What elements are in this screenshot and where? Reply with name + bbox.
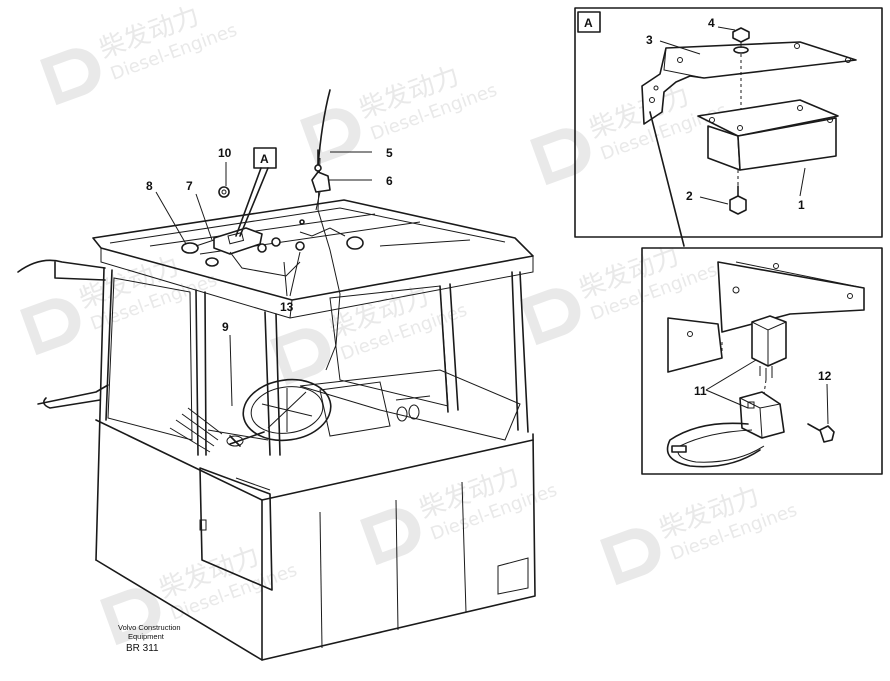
part-number-8: 8 (146, 179, 153, 193)
part-number-1: 1 (798, 198, 805, 212)
callout-label-a: A (260, 152, 269, 166)
part-number-13: 13 (280, 300, 294, 314)
part-number-3: 3 (646, 33, 653, 47)
detail-label-a: A (584, 16, 593, 30)
caption-company: Volvo Construction (118, 623, 181, 632)
detail-a-panel: A 4 3 2 1 (574, 7, 883, 238)
detail-connector-line (649, 111, 685, 247)
cab-drawing (17, 89, 536, 661)
callout-marker-a: A (235, 147, 277, 237)
watermark-logo: 柴发动力 Diesel-Engines (300, 61, 500, 166)
caption-block: Volvo Construction Equipment BR 311 (118, 623, 181, 654)
part-number-6: 6 (386, 174, 393, 188)
detail-relay-panel: 11 12 (641, 247, 883, 475)
part-number-7: 7 (186, 179, 193, 193)
watermark-logo: 柴发动力 Diesel-Engines (40, 1, 240, 106)
part-number-12: 12 (818, 369, 832, 383)
watermark-logo: 柴发动力 Diesel-Engines (530, 81, 730, 186)
main-view-labels: 5 6 10 7 8 9 13 (146, 146, 393, 407)
part-number-2: 2 (686, 189, 693, 203)
caption-code: BR 311 (126, 643, 159, 654)
part-number-9: 9 (222, 320, 229, 334)
watermark-logo: 柴发动力 Diesel-Engines (360, 461, 560, 566)
part-number-4: 4 (708, 16, 715, 30)
part-number-10: 10 (218, 146, 232, 160)
part-number-11: 11 (694, 384, 707, 398)
caption-division: Equipment (128, 632, 165, 641)
part-number-5: 5 (386, 146, 393, 160)
watermark-logo: 柴发动力 Diesel-Engines (600, 481, 800, 586)
